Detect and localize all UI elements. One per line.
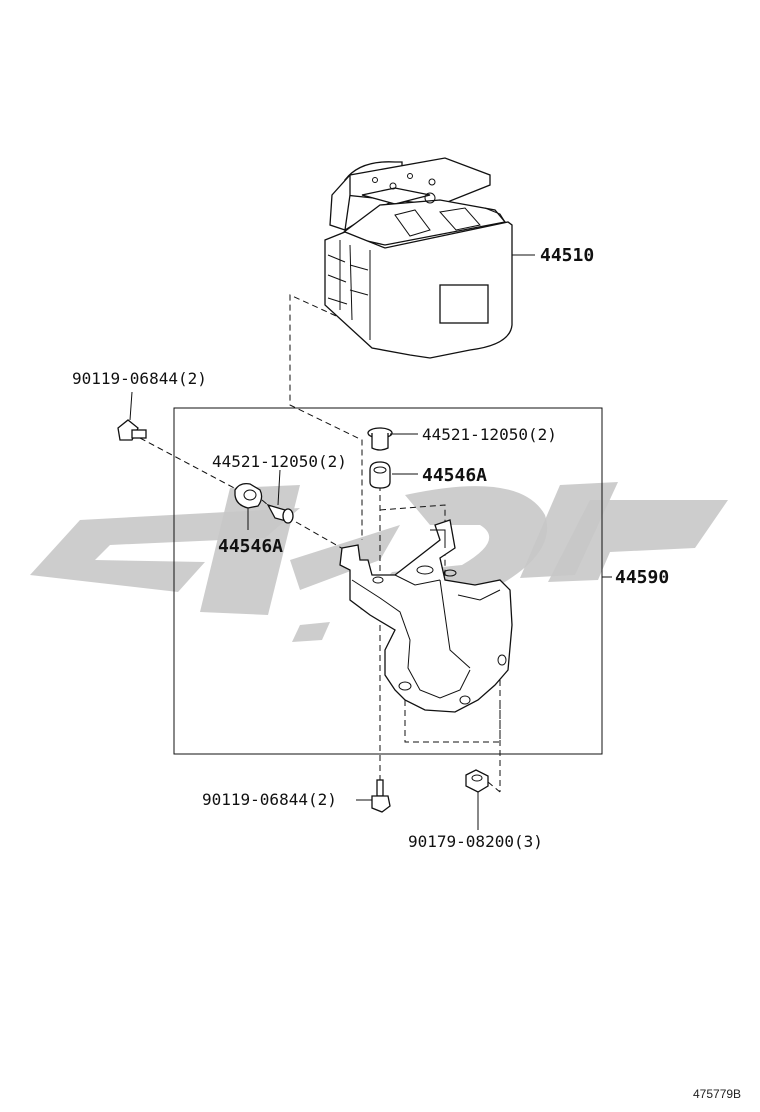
label-nut: 90179-08200(3) <box>408 832 543 851</box>
label-cushion-left: 44546A <box>218 536 283 557</box>
figure-code: 475779B <box>693 1087 741 1101</box>
cushion-left <box>234 482 263 509</box>
cushion-upper <box>369 461 391 489</box>
assembly-lines <box>139 294 501 793</box>
collar-upper <box>367 427 393 451</box>
label-bolt-lower: 90119-06844(2) <box>202 790 337 809</box>
bracket-callout-box <box>173 407 603 755</box>
nut <box>465 769 489 793</box>
label-collar-left: 44521-12050(2) <box>212 452 347 471</box>
label-bracket: 44590 <box>615 567 669 588</box>
collar-left <box>266 503 294 524</box>
bolt-upper <box>117 419 147 441</box>
label-cushion-upper: 44546A <box>422 465 487 486</box>
leader-lines <box>129 254 612 830</box>
label-collar-upper: 44521-12050(2) <box>422 425 557 444</box>
abs-actuator <box>324 157 513 359</box>
abs-bracket <box>339 519 513 713</box>
bolt-lower <box>371 779 391 813</box>
label-abs-actuator: 44510 <box>540 245 594 266</box>
label-bolt-upper: 90119-06844(2) <box>72 369 207 388</box>
